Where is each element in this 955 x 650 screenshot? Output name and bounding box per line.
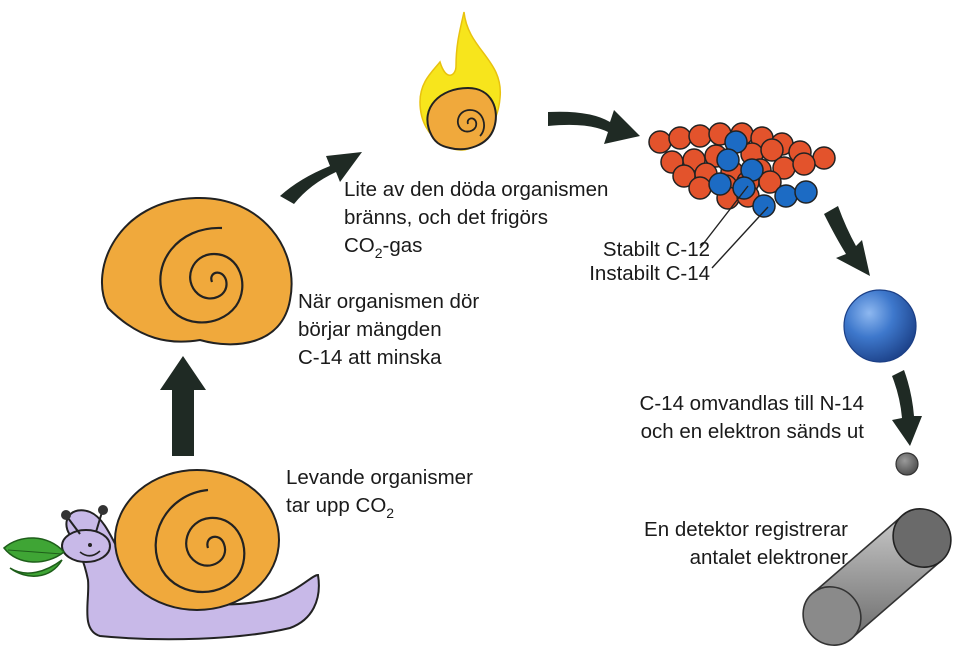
unstable-label: Instabilt C-14: [589, 262, 710, 285]
c12-atom: [792, 152, 816, 176]
unstable-pointer-line: [711, 206, 769, 269]
decay-label-line2: och en elektron sänds ut: [641, 420, 865, 443]
dies-label-line3: C-14 att minska: [298, 346, 442, 369]
dead-snail-shell: [100, 196, 293, 346]
c14-atom: [716, 148, 740, 172]
snail-eye-right: [98, 505, 108, 515]
c14-atom: [774, 184, 798, 208]
c14-atom: [732, 176, 756, 200]
detector: [802, 508, 952, 646]
arrow-diagonal-icon: [280, 152, 362, 204]
decay-label-line1: C-14 omvandlas till N-14: [640, 392, 864, 415]
snail-eye-dot: [88, 543, 92, 547]
burn-label-line3: CO2-gas: [344, 234, 422, 261]
snail-tentacle-left: [67, 517, 81, 535]
shell-burning: [426, 86, 497, 151]
burn-label-line1: Lite av den döda organismen: [344, 178, 608, 201]
nitrogen-atom: [843, 289, 917, 363]
arrow-right-icon: [548, 110, 640, 144]
c12-atom: [758, 170, 782, 194]
atom-cluster: [648, 122, 836, 218]
dies-label-line1: När organismen dör: [298, 290, 479, 313]
c12-atom: [688, 124, 712, 148]
shell-dead: [100, 196, 293, 346]
electron: [895, 452, 919, 476]
snail-body: [65, 509, 320, 641]
snail-smile: [79, 550, 101, 557]
c14-atom: [752, 194, 776, 218]
c14-atom: [794, 180, 818, 204]
cycle-arrows: [160, 110, 922, 456]
living-label-line1: Levande organismer: [286, 466, 473, 489]
snail-eye-left: [61, 510, 71, 520]
burn-label-line2: bränns, och det frigörs: [344, 206, 548, 229]
shell-dead-spiral: [159, 226, 244, 324]
living-snail: [2, 469, 320, 641]
detector-label-line1: En detektor registrerar: [644, 518, 848, 541]
detector-bottom: [802, 586, 862, 646]
shell-burning-spiral: [456, 109, 485, 137]
snail-tentacle-right: [95, 511, 103, 533]
shell-spiral: [154, 488, 246, 593]
c12-atom: [688, 176, 712, 200]
dies-label-line2: börjar mängden: [298, 318, 442, 341]
arrow-down-right-icon: [824, 206, 870, 276]
arrow-down-icon: [892, 370, 922, 446]
leaf-icon-lower: [9, 559, 63, 577]
c12-atom: [812, 146, 836, 170]
c14-atom: [708, 172, 732, 196]
arrow-up-icon: [160, 356, 206, 456]
leaf-icon: [2, 537, 66, 563]
detector-label-line2: antalet elektroner: [690, 546, 849, 569]
c12-atom: [648, 130, 672, 154]
c12-atom: [760, 138, 784, 162]
snail-head: [61, 529, 111, 563]
living-label-line2: tar upp CO2: [286, 494, 394, 521]
stable-label: Stabilt C-12: [603, 238, 710, 261]
stable-pointer-line: [699, 185, 749, 249]
burning-shell: [419, 11, 501, 151]
detector-opening: [892, 508, 952, 568]
c12-atom: [668, 126, 692, 150]
